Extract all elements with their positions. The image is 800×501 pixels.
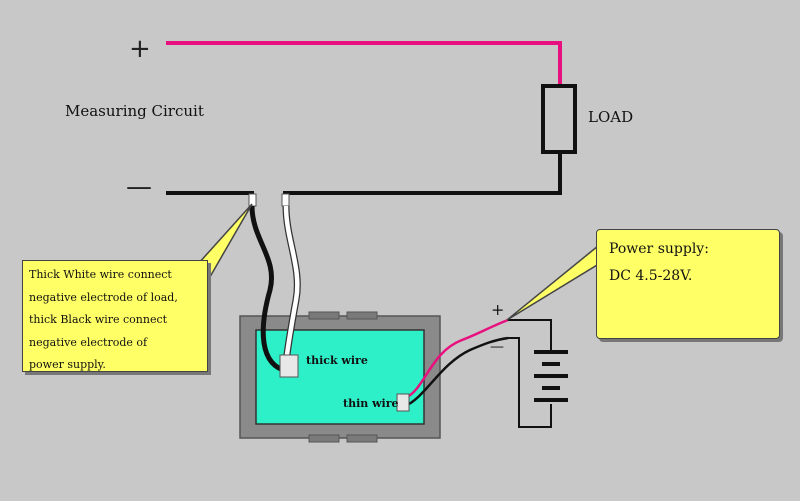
load-resistor (541, 84, 577, 154)
negative-wire-right (283, 152, 562, 195)
load-label: LOAD (588, 108, 634, 126)
positive-wire (166, 41, 562, 86)
thick-wire-label: thick wire (306, 354, 368, 367)
black-wire-terminal (248, 193, 257, 207)
thin-black-wire (404, 336, 509, 408)
callout-line: power supply. (29, 358, 106, 371)
thin-pink-wire (404, 318, 509, 400)
callout-line: negative electrode of (29, 335, 148, 349)
circuit-negative-sign: — (126, 172, 152, 202)
thin-wire-connector (396, 393, 410, 412)
callout-wire-connection: Thick White wire connect negative electr… (22, 260, 208, 372)
callout-line: Thick White wire connect (29, 268, 172, 281)
callout-line: negative electrode of load, (29, 290, 178, 304)
white-wire-terminal (281, 193, 290, 207)
meter-tab-bottom-right (346, 434, 378, 443)
meter-tab-top-left (308, 311, 340, 320)
callout-line: DC 4.5-28V. (609, 268, 693, 284)
callout-power-supply: Power supply: DC 4.5-28V. (596, 229, 780, 339)
measuring-circuit-label: Measuring Circuit (65, 102, 204, 120)
meter-tab-top-right (346, 311, 378, 320)
right-callout-pointer (506, 244, 603, 321)
battery-negative-sign: — (490, 339, 504, 355)
meter-screen (255, 329, 425, 425)
callout-line: thick Black wire connect (29, 313, 168, 326)
thick-white-wire (283, 205, 300, 363)
callout-line: Power supply: (609, 241, 709, 257)
meter-tab-bottom-left (308, 434, 340, 443)
battery-negative-lead (508, 337, 552, 428)
battery-positive-sign: + (491, 300, 505, 319)
thick-black-wire (249, 205, 285, 373)
thin-wire-label: thin wire (343, 397, 399, 410)
thick-wire-connector (279, 354, 299, 378)
battery-positive-lead (508, 319, 552, 350)
circuit-positive-sign: + (129, 34, 151, 64)
